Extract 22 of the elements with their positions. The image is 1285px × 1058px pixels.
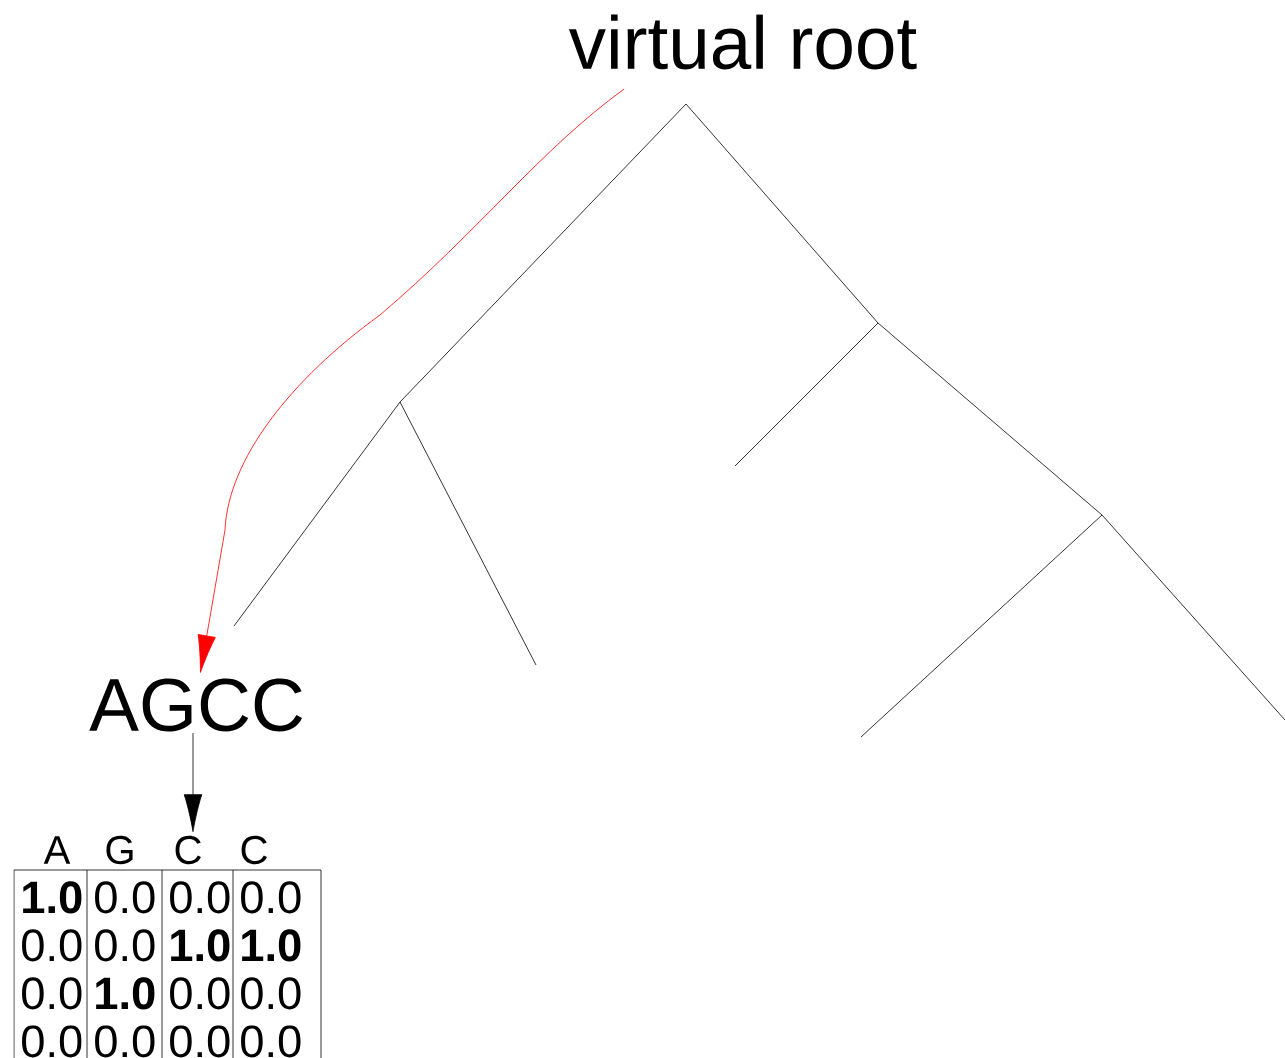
- table-cell: 0.0: [241, 1025, 301, 1058]
- table-cell: 0.0: [170, 977, 230, 1010]
- table-cell: 0.0: [170, 881, 230, 914]
- column-header: C: [241, 835, 267, 865]
- table-cell: 0.0: [95, 881, 155, 914]
- title-text: virtual root: [568, 14, 917, 70]
- table-cell: 0.0: [241, 881, 301, 914]
- sequence-text: AGCC: [89, 678, 303, 732]
- table-cell: 0.0: [241, 977, 301, 1010]
- table-cell: 1.0: [171, 929, 230, 962]
- table-cell: 0.0: [22, 1025, 82, 1058]
- table-cell: 1.0: [242, 929, 301, 962]
- column-header: G: [106, 835, 133, 865]
- table-cell: 0.0: [95, 1025, 155, 1058]
- column-header: C: [175, 835, 201, 865]
- column-header: A: [43, 836, 71, 864]
- table-cell: 0.0: [22, 929, 82, 962]
- table-cell: 0.0: [95, 929, 155, 962]
- table-cell: 1.0: [96, 977, 155, 1010]
- table-cell: 1.0: [23, 881, 82, 914]
- table-cell: 0.0: [170, 1025, 230, 1058]
- table-cell: 0.0: [22, 977, 82, 1010]
